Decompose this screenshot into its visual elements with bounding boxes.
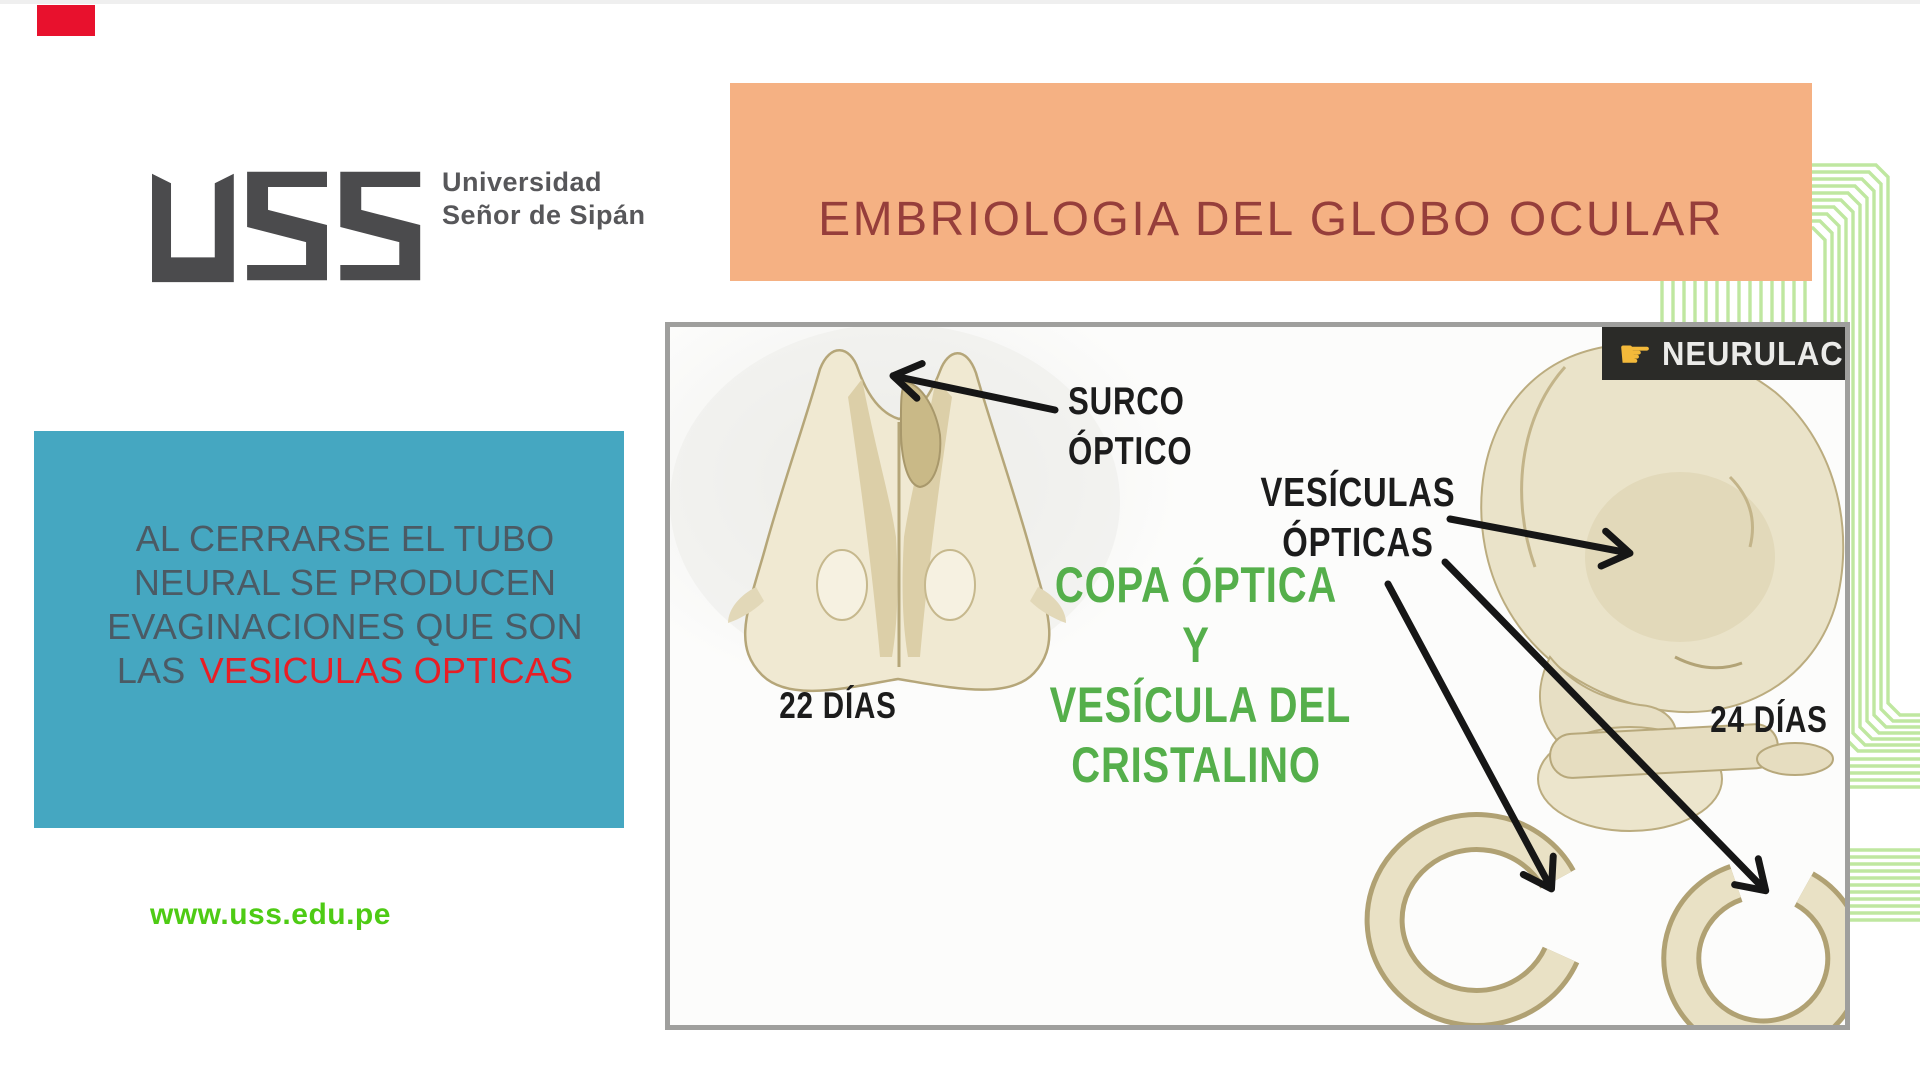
diagram-frame: SURCO ÓPTICO VESÍCULAS ÓPTICAS COPA ÓPTI… [665,322,1850,1030]
optic-cups-illustration [1364,723,1845,1025]
embryology-illustration [670,327,1845,1025]
neurulacion-badge: ☛ NEURULAC [1602,327,1845,380]
description-line: AL CERRARSE EL TUBO [135,518,555,559]
arrow-surco-optico [889,360,1059,414]
uss-logo-letter-s1 [247,171,327,281]
description-line: NEURAL SE PRODUCEN [133,562,557,603]
description-box: AL CERRARSE EL TUBO NEURAL SE PRODUCEN E… [34,431,624,828]
description-line4-prefix: LAS [116,650,186,691]
slide-top-edge-line [0,0,1920,4]
slide-title: EMBRIOLOGIA DEL GLOBO OCULAR [818,193,1724,246]
description-highlight: VESICULAS OPTICAS [199,650,574,691]
label-24-dias: 24 DÍAS [1710,699,1828,740]
description-line: EVAGINACIONES QUE SON [107,606,583,647]
pointing-hand-icon: ☛ [1618,331,1653,376]
uss-logo-letter-u [152,173,234,283]
label-copa-optica: COPA ÓPTICA Y VESÍCULA DEL CRISTALINO [1049,557,1352,793]
uss-logo [152,171,421,283]
label-22-dias: 22 DÍAS [779,685,897,726]
label-surco-optico: SURCO ÓPTICO [1068,380,1193,473]
university-name-line1: Universidad [442,167,603,197]
description-text: AL CERRARSE EL TUBO NEURAL SE PRODUCEN E… [74,517,616,693]
label-vesiculas-opticas: VESÍCULAS ÓPTICAS [1260,469,1456,565]
uss-logo-letter-s2 [340,171,421,281]
red-corner-mark [37,5,95,36]
neurulacion-badge-label: NEURULAC [1662,334,1844,372]
neural-plate-illustration [670,327,1120,693]
university-name-line2: Señor de Sipán [442,200,646,230]
annotation-arrows [889,360,1770,895]
arrow-vesicula-right-cup [1441,558,1770,895]
description-line: LAS VESICULAS OPTICAS [74,649,616,693]
arrow-vesicula-brain [1446,515,1634,570]
arrow-vesicula-left-cup [1384,580,1557,893]
title-banner: EMBRIOLOGIA DEL GLOBO OCULAR [730,83,1812,281]
website-url: www.uss.edu.pe [150,898,391,931]
university-name: Universidad Señor de Sipán [442,166,646,232]
